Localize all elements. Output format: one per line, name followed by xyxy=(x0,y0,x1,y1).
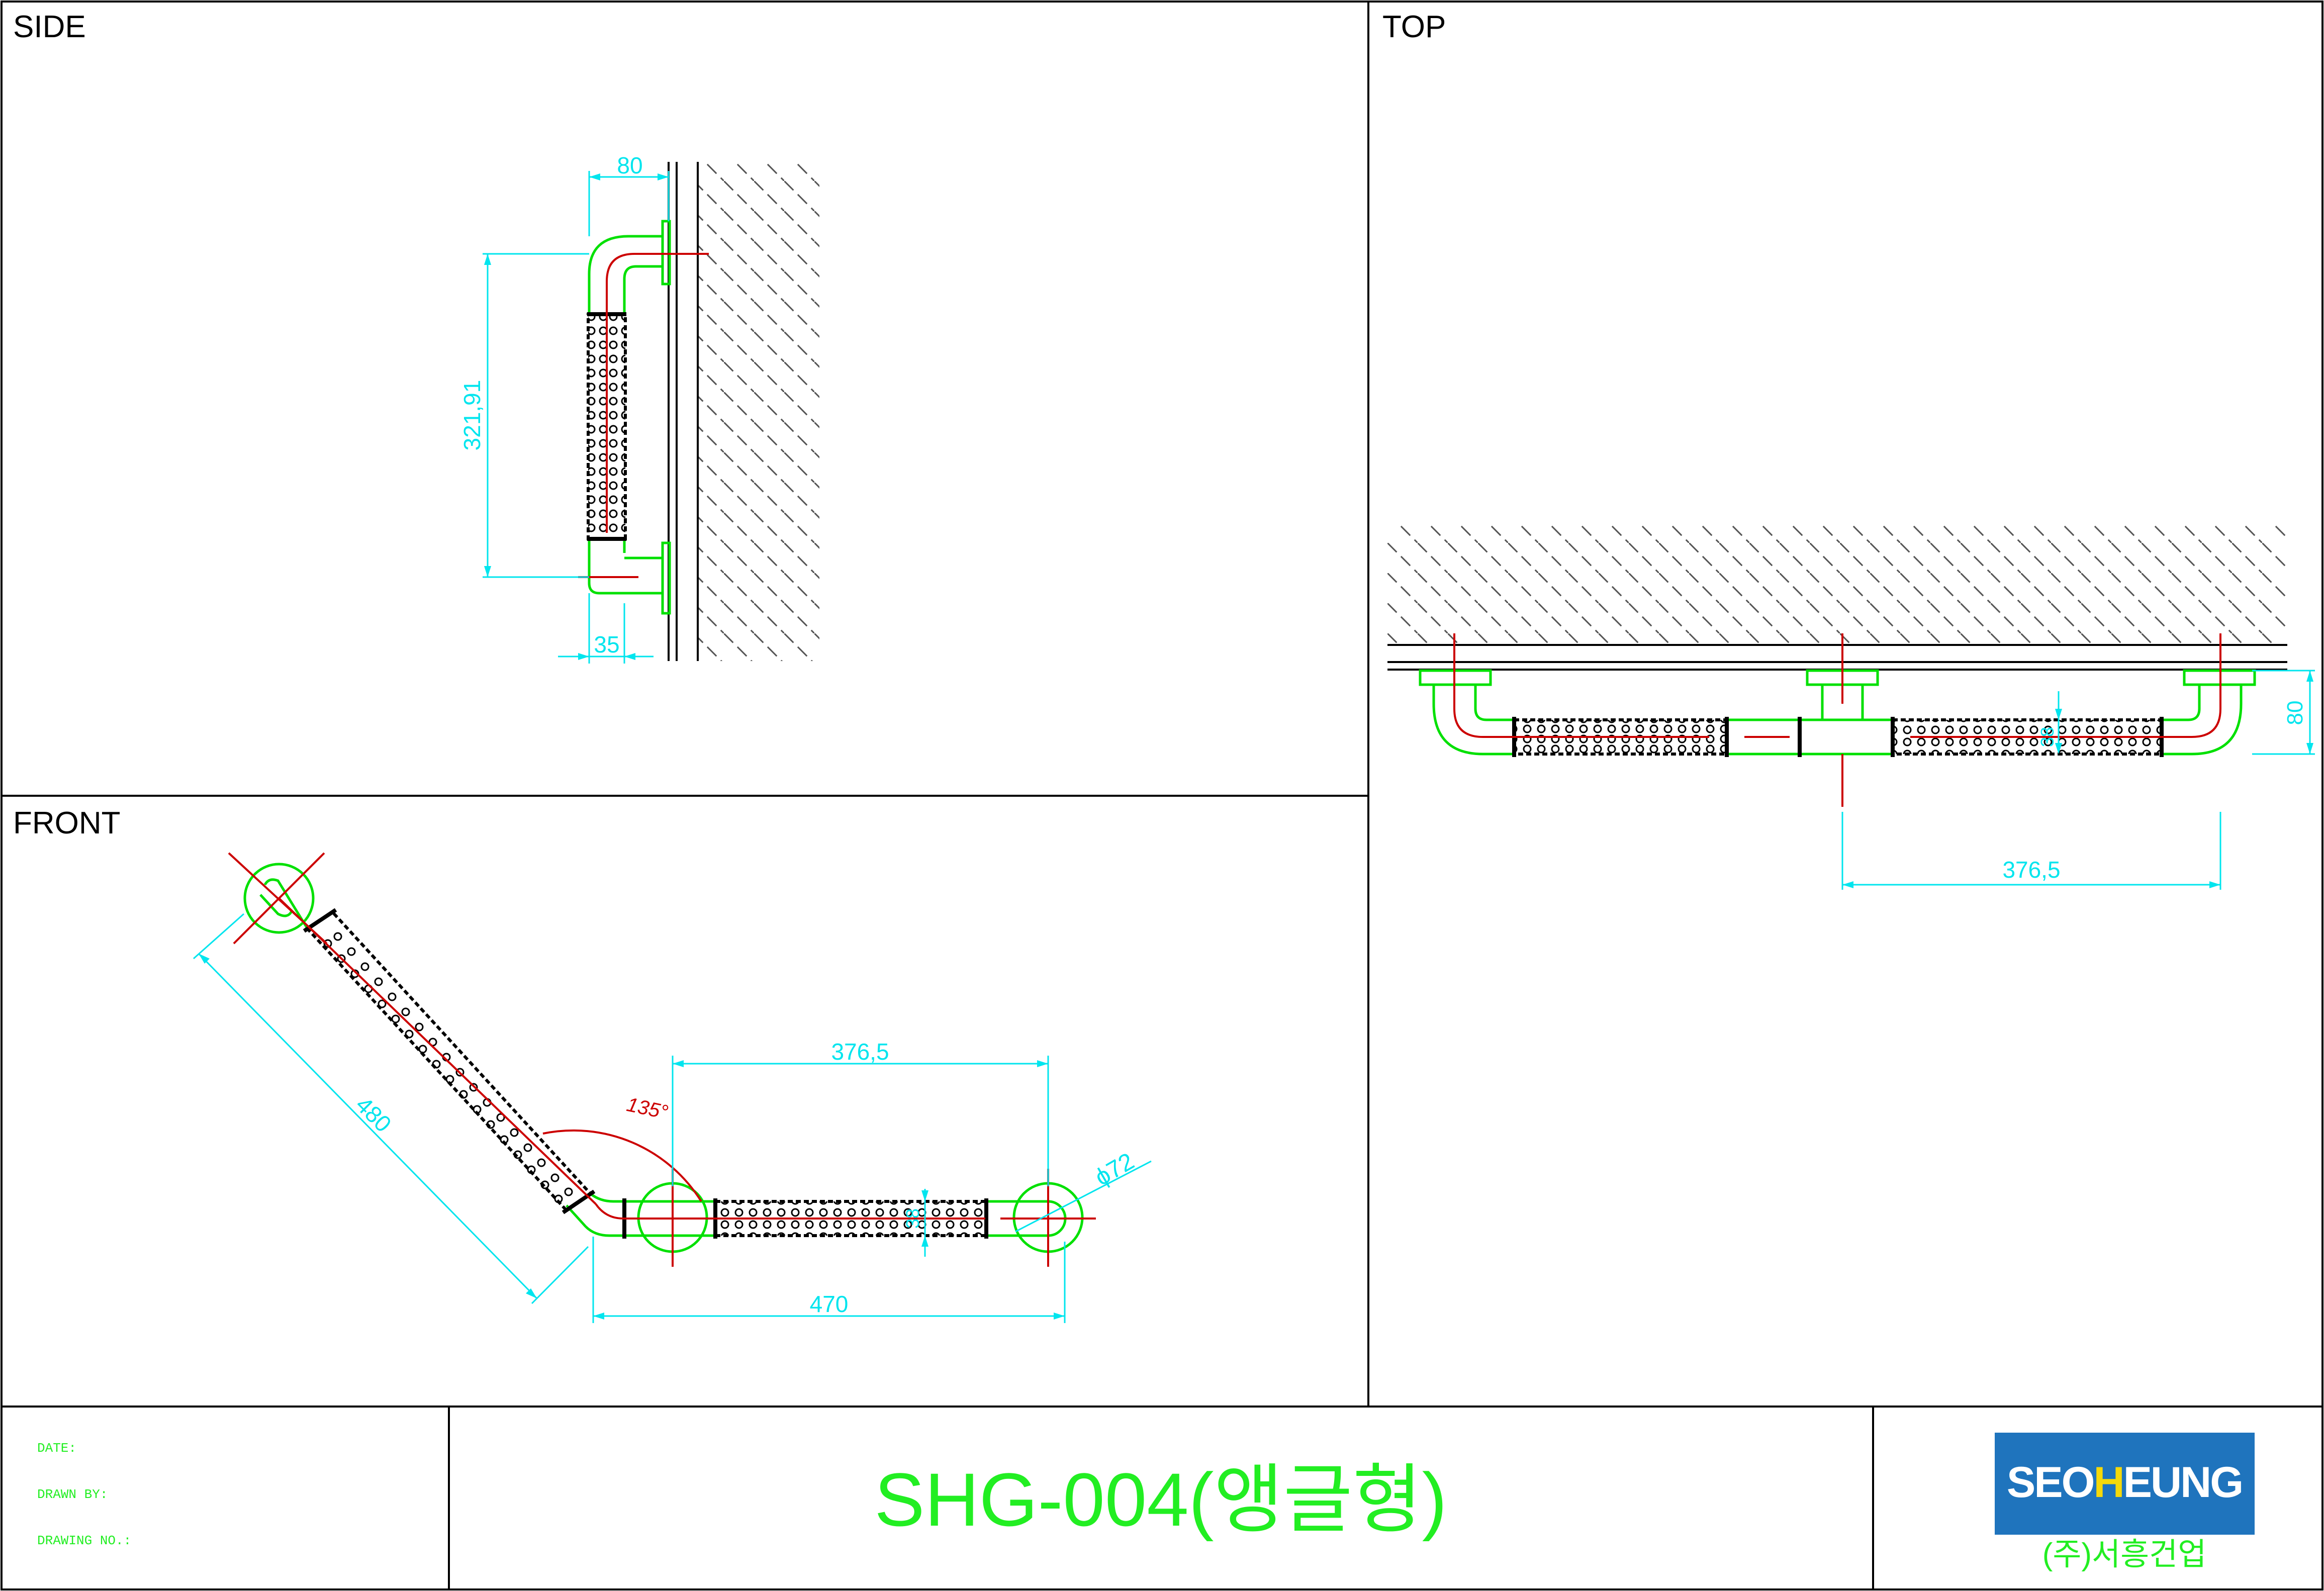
side-view: 80 321,91 35 xyxy=(459,152,819,664)
side-grab-bar xyxy=(588,220,671,615)
side-offset-dimension: 35 xyxy=(594,631,619,658)
top-length-dimension: 376,5 xyxy=(2002,857,2060,883)
svg-text:SEOHEUNG: SEOHEUNG xyxy=(2007,1458,2242,1507)
side-view-label: SIDE xyxy=(13,10,86,44)
front-small-dimension: 38 xyxy=(902,1208,923,1229)
front-total-dimension: 470 xyxy=(810,1291,849,1317)
front-span-dimension: 376,5 xyxy=(831,1039,889,1065)
side-wall-hatch xyxy=(699,161,819,661)
front-view-label: FRONT xyxy=(13,806,121,840)
drawing-no-label: DRAWING NO.: xyxy=(37,1533,131,1548)
logo-text-suffix: EUNG xyxy=(2123,1458,2242,1507)
side-height-dimension: 321,91 xyxy=(459,380,485,451)
top-small-dimension: 38 xyxy=(2037,727,2058,747)
logo-text-highlight: H xyxy=(2094,1458,2123,1507)
front-diagonal-dimension: 480 xyxy=(351,1091,397,1137)
front-view: 376,5 480 470 ϕ72 38 135° xyxy=(193,852,1152,1323)
company-logo: SEOHEUNG xyxy=(1995,1433,2255,1535)
front-diameter-dimension: ϕ72 xyxy=(1090,1148,1139,1191)
logo-text-prefix: SEO xyxy=(2007,1458,2094,1507)
side-depth-dimension: 80 xyxy=(617,152,642,178)
front-angle-dimension: 135° xyxy=(625,1093,670,1124)
drawing-title: SHG-004(앵글형) xyxy=(874,1457,1447,1542)
drawn-by-label: DRAWN BY: xyxy=(37,1487,108,1502)
company-name: (주)서흥건업 xyxy=(2042,1537,2207,1572)
top-view: 80 376,5 38 xyxy=(1387,525,2315,890)
front-left-flange xyxy=(243,863,315,934)
top-depth-dimension: 80 xyxy=(2283,701,2307,725)
front-diagonal-holes xyxy=(323,932,573,1203)
top-wall-hatch xyxy=(1387,525,2287,643)
title-block: DATE: DRAWN BY: DRAWING NO.: SHG-004(앵글형… xyxy=(37,1433,2255,1572)
date-label: DATE: xyxy=(37,1441,76,1456)
front-grab-bar xyxy=(259,878,1067,1237)
top-view-label: TOP xyxy=(1382,10,1446,44)
